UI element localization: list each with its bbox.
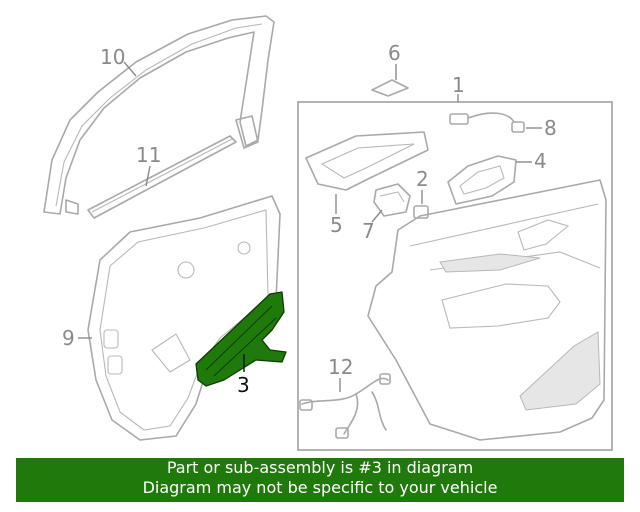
part-4-inside-handle[interactable] (447, 155, 517, 205)
part-6-cap[interactable] (371, 79, 409, 97)
info-banner: Part or sub-assembly is #3 in diagram Di… (16, 458, 624, 502)
callout-6: 6 (388, 41, 401, 65)
callout-4: 4 (534, 149, 547, 173)
callout-5: 5 (330, 213, 343, 237)
door-trim-panel[interactable] (367, 179, 607, 441)
part-2-clip[interactable] (413, 205, 429, 219)
callout-8: 8 (544, 116, 557, 140)
part-3-window-regulator[interactable] (195, 291, 287, 387)
banner-line-2: Diagram may not be specific to your vehi… (142, 478, 498, 497)
callout-3: 3 (237, 373, 250, 397)
callout-11: 11 (136, 143, 161, 167)
part-10-window-frame[interactable] (43, 15, 275, 215)
callout-7: 7 (362, 219, 375, 243)
assembly-box-1 (297, 101, 613, 451)
callout-1: 1 (452, 73, 465, 97)
part-12-harness[interactable] (299, 373, 391, 439)
part-7-window-switch[interactable] (373, 183, 411, 217)
callout-2: 2 (416, 167, 429, 191)
callout-10: 10 (100, 45, 125, 69)
part-8-wiring[interactable] (449, 112, 525, 133)
part-11-belt-molding[interactable] (87, 135, 237, 219)
banner-line-1: Part or sub-assembly is #3 in diagram (166, 458, 474, 477)
callout-9: 9 (62, 326, 75, 350)
part-5-switch-bezel[interactable] (305, 131, 429, 191)
callout-12: 12 (328, 355, 353, 379)
